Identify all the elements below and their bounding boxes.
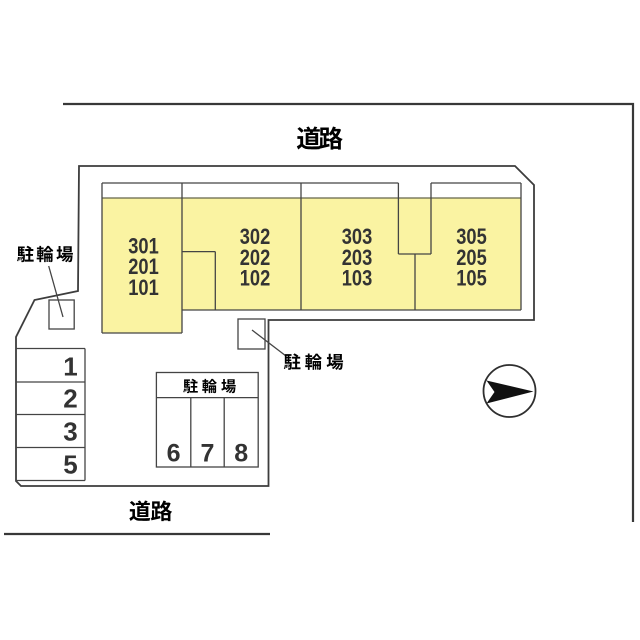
- svg-text:5: 5: [63, 450, 77, 480]
- svg-text:1: 1: [63, 352, 77, 382]
- svg-text:6: 6: [167, 439, 181, 467]
- svg-text:303: 303: [342, 224, 373, 249]
- svg-text:101: 101: [128, 275, 159, 300]
- svg-text:203: 203: [342, 245, 373, 270]
- svg-text:8: 8: [234, 439, 248, 467]
- svg-text:302: 302: [240, 224, 271, 249]
- svg-text:305: 305: [456, 224, 487, 249]
- svg-text:3: 3: [63, 417, 77, 447]
- svg-text:205: 205: [456, 245, 487, 270]
- svg-text:103: 103: [342, 266, 373, 291]
- svg-text:102: 102: [240, 266, 271, 291]
- svg-text:202: 202: [240, 245, 271, 270]
- svg-text:2: 2: [63, 384, 77, 414]
- svg-text:7: 7: [201, 439, 215, 467]
- svg-text:201: 201: [128, 254, 159, 279]
- svg-text:105: 105: [456, 266, 487, 291]
- svg-text:301: 301: [128, 234, 159, 259]
